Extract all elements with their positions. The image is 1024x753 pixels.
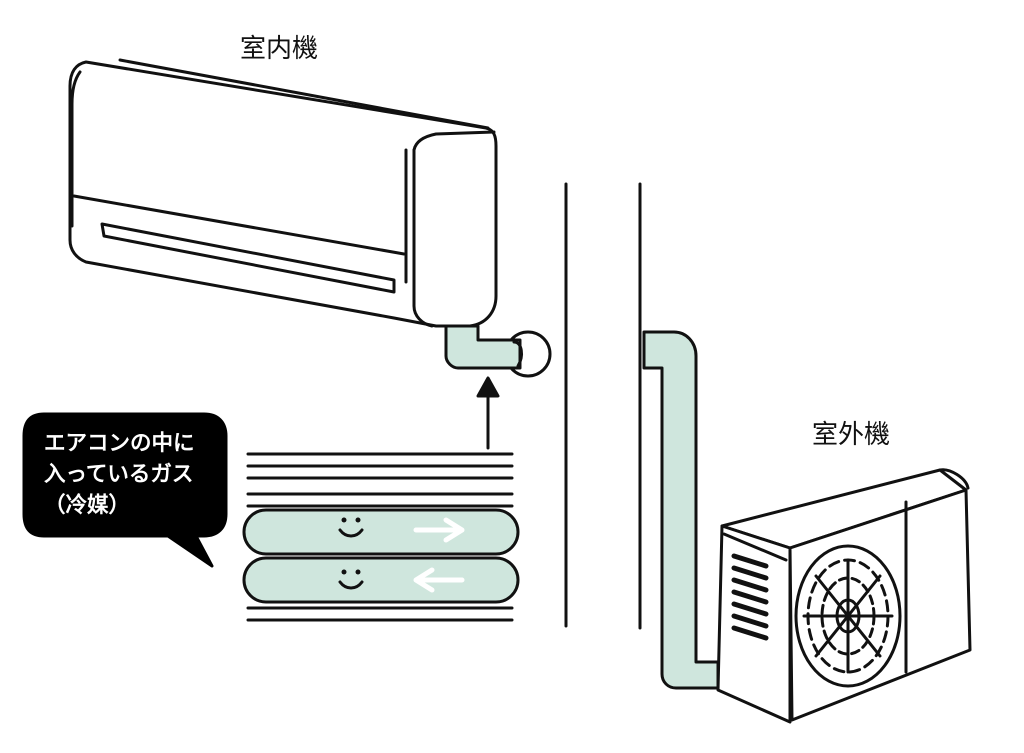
callout-line-1: エアコンの中に <box>44 431 195 456</box>
wall <box>564 182 642 630</box>
callout-text: エアコンの中に 入っているガス （冷媒） <box>44 428 230 521</box>
outdoor-unit-label: 室外機 <box>812 420 891 450</box>
callout-line-2: 入っているガス <box>44 462 194 487</box>
refrigerant-face-bottom <box>338 569 364 590</box>
indoor-unit-label: 室内機 <box>240 34 319 64</box>
callout-line-3: （冷媒） <box>44 493 131 518</box>
callout-bubble <box>22 412 228 568</box>
refrigerant-face-top <box>338 517 364 538</box>
indoor-unit <box>68 58 498 328</box>
outdoor-unit <box>716 468 972 724</box>
flow-arrow-left <box>413 567 465 593</box>
pipe-cross-section <box>242 376 520 622</box>
outdoor-pipe <box>642 330 720 690</box>
flow-arrow-right <box>413 517 465 543</box>
indoor-pipe <box>444 324 523 370</box>
